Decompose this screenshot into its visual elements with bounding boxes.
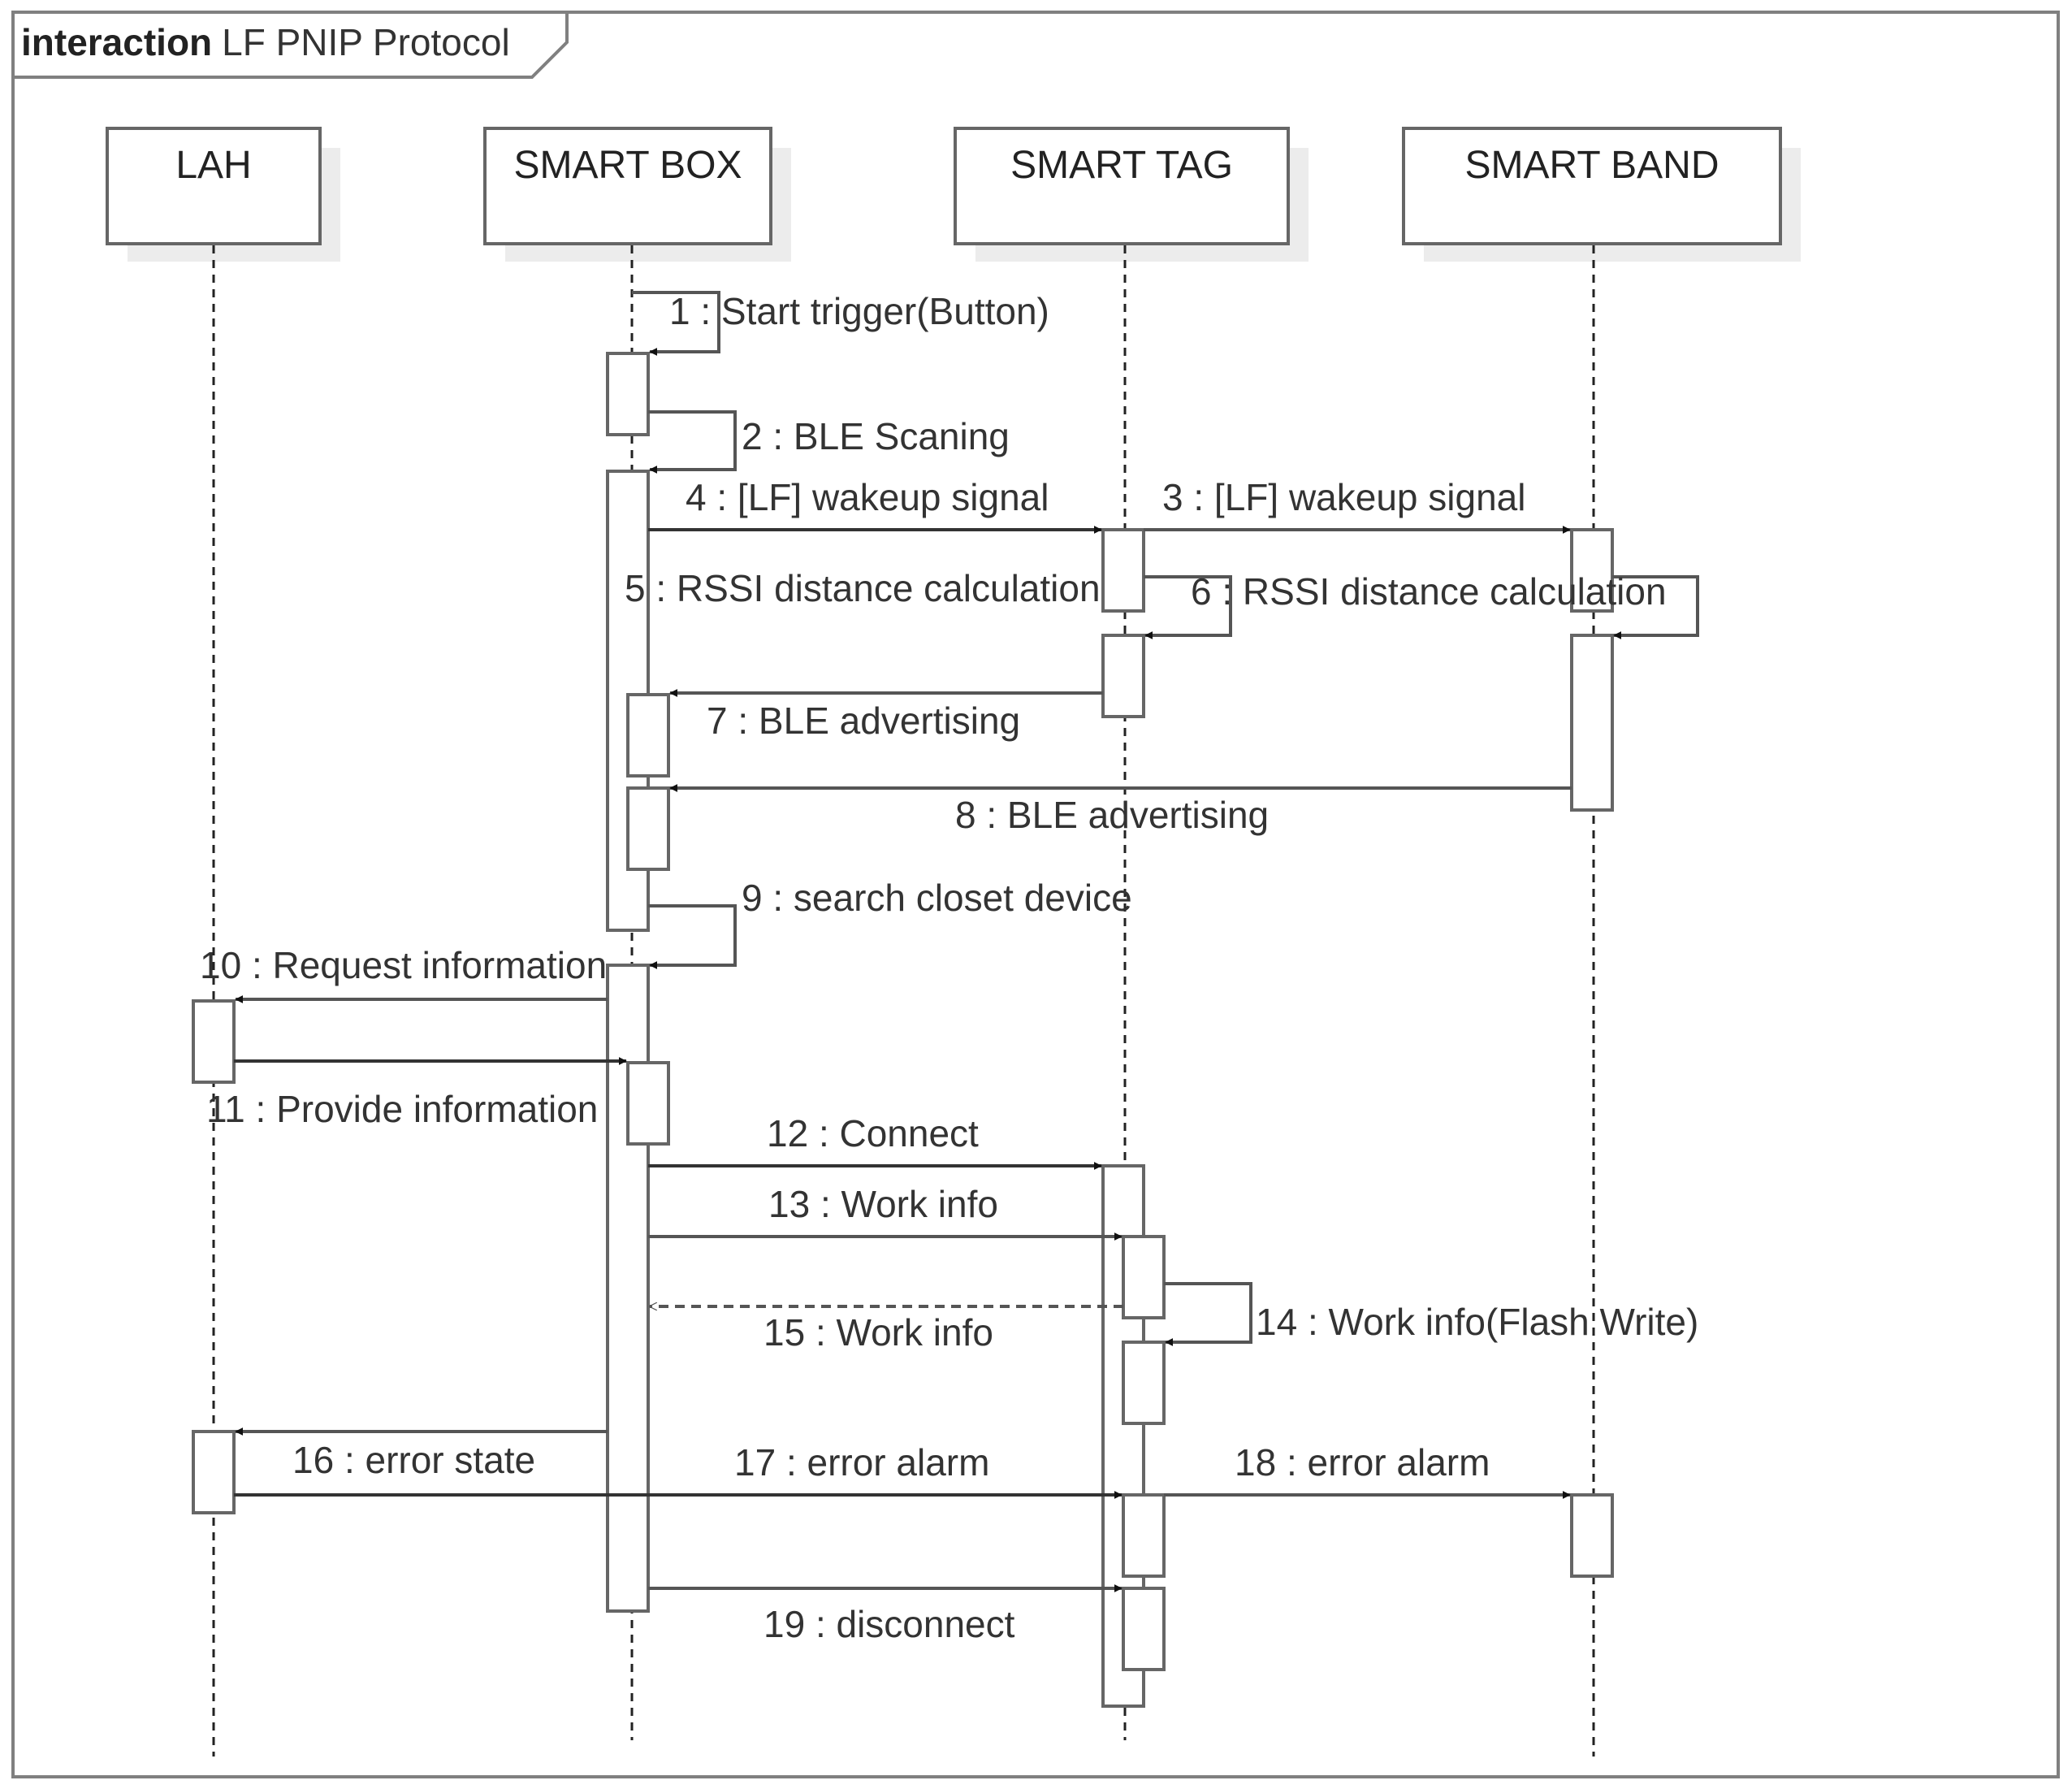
- activation-bar: [1570, 528, 1614, 613]
- lifeline-head-smart-band: [1402, 127, 1782, 245]
- message-18: 18 : error alarm: [1164, 1441, 1571, 1499]
- activation-bar: [1101, 634, 1145, 718]
- activation-bar: [1570, 634, 1614, 812]
- activation-bar: [1122, 1235, 1166, 1319]
- frame-title-tab: [13, 12, 569, 79]
- message-7-label: 7 : BLE advertising: [707, 700, 1020, 742]
- activation-bar: [1101, 528, 1145, 613]
- message-6: 6 : RSSI distance calculation: [1191, 570, 1699, 639]
- message-5: 5 : RSSI distance calculation: [625, 567, 1232, 639]
- lifeline-head-smart-tag: [954, 127, 1290, 245]
- message-7: 7 : BLE advertising: [669, 689, 1103, 742]
- message-12-label: 12 : Connect: [767, 1112, 979, 1154]
- message-8-label: 8 : BLE advertising: [955, 794, 1269, 836]
- message-8: 8 : BLE advertising: [669, 784, 1572, 836]
- message-16-label: 16 : error state: [292, 1439, 535, 1481]
- message-19: 19 : disconnect: [648, 1584, 1123, 1645]
- message-9-arrow: [648, 904, 737, 969]
- message-2-arrow: [648, 410, 737, 474]
- interaction-frame: [11, 11, 2060, 1778]
- activation-bar: [606, 352, 650, 436]
- activation-bar: [192, 1430, 236, 1514]
- message-15: 15 : Work info: [650, 1306, 1123, 1354]
- lifeline-label-lah: LAH: [175, 144, 251, 187]
- message-4: 4 : [LF] wakeup signal: [648, 476, 1102, 534]
- lifeline-label-smart-band: SMART BAND: [1465, 144, 1719, 187]
- message-1-label: 1 : Start trigger(Button): [669, 290, 1049, 332]
- message-15-label: 15 : Work info: [763, 1311, 993, 1354]
- lifeline-label-smart-box: SMART BOX: [514, 144, 742, 187]
- message-4-label: 4 : [LF] wakeup signal: [686, 476, 1049, 518]
- message-2: 2 : BLE Scaning: [648, 410, 1010, 474]
- activation-bar: [1570, 1493, 1614, 1578]
- message-12: 12 : Connect: [648, 1112, 1102, 1170]
- message-2-label: 2 : BLE Scaning: [742, 415, 1010, 457]
- activation-bar: [626, 1061, 670, 1146]
- message-9: 9 : search closet device: [648, 877, 1132, 969]
- message-5-label: 5 : RSSI distance calculation: [625, 567, 1101, 609]
- message-19-label: 19 : disconnect: [763, 1603, 1015, 1645]
- message-10: 10 : Request information: [200, 944, 608, 1003]
- message-17: 17 : error alarm: [234, 1441, 1123, 1499]
- message-3: 3 : [LF] wakeup signal: [1144, 476, 1571, 534]
- activation-bar: [626, 693, 670, 778]
- frame-keyword: interaction: [21, 21, 212, 63]
- activation-bar: [1122, 1341, 1166, 1425]
- message-6-arrow: [1612, 575, 1699, 639]
- message-3-label: 3 : [LF] wakeup signal: [1162, 476, 1525, 518]
- frame-name: LF PNIP Protocol: [222, 21, 510, 63]
- message-16: 16 : error state: [235, 1427, 608, 1481]
- message-9-label: 9 : search closet device: [742, 877, 1132, 919]
- activation-bar: [192, 999, 236, 1084]
- message-14-label: 14 : Work info(Flash Write): [1256, 1301, 1698, 1343]
- activation-bar: [626, 786, 670, 871]
- message-1: 1 : Start trigger(Button): [632, 290, 1049, 356]
- message-10-label: 10 : Request information: [200, 944, 607, 986]
- message-14-arrow: [1164, 1282, 1252, 1346]
- lifeline-label-smart-tag: SMART TAG: [1010, 144, 1233, 187]
- message-18-label: 18 : error alarm: [1235, 1441, 1490, 1484]
- activation-bar: [1122, 1587, 1166, 1671]
- message-17-label: 17 : error alarm: [734, 1441, 989, 1484]
- message-11-label: 11 : Provide information: [206, 1088, 598, 1130]
- message-5-arrow: [1144, 575, 1232, 639]
- lifeline-head-lah: [106, 127, 322, 245]
- message-11: 11 : Provide information: [206, 1057, 627, 1130]
- lifeline-head-smart-box: [483, 127, 772, 245]
- message-6-label: 6 : RSSI distance calculation: [1191, 570, 1667, 613]
- message-13: 13 : Work info: [648, 1183, 1123, 1241]
- message-1-arrow: [632, 291, 720, 356]
- message-14: 14 : Work info(Flash Write): [1164, 1282, 1698, 1346]
- activation-bar: [1122, 1493, 1166, 1578]
- message-13-label: 13 : Work info: [768, 1183, 998, 1225]
- lifeline-lah: LAH: [106, 127, 322, 1757]
